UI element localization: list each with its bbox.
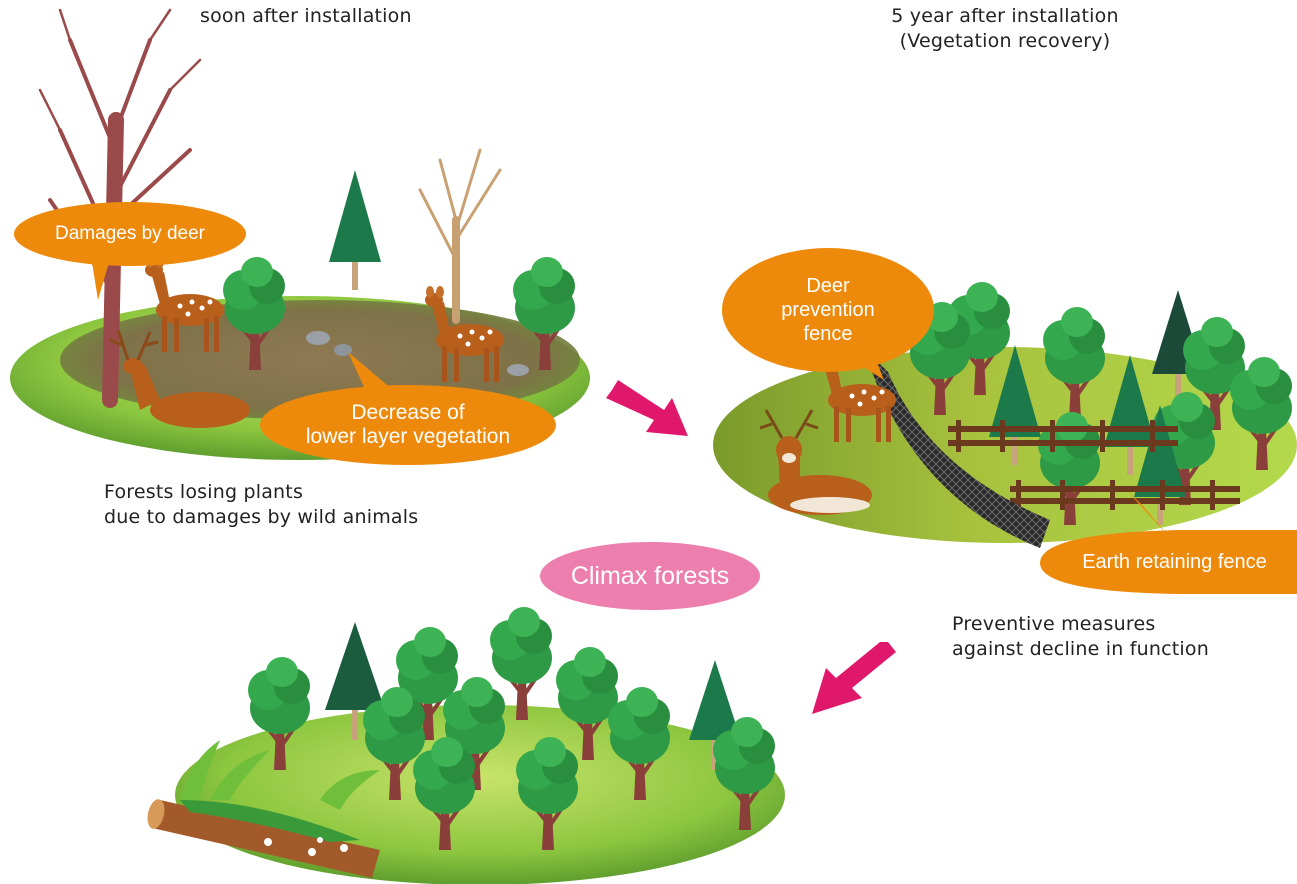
callout-climax-label: Climax forests	[540, 542, 760, 610]
deer-icon	[109, 329, 250, 428]
panel-before-bottom-caption-line2: due to damages by wild animals	[104, 506, 419, 528]
deer-icon	[759, 409, 872, 515]
arrow-icon	[812, 642, 896, 714]
label-fence-line3: fence	[803, 323, 853, 345]
fence-icon	[948, 420, 1178, 452]
label-earth-fence: Earth retaining fence	[1082, 551, 1267, 573]
callout-fence	[722, 248, 934, 380]
rock-icon	[507, 364, 529, 376]
label-fence-line1: Deer	[806, 275, 850, 297]
panel-measures-bottom-caption-line2: against decline in function	[952, 638, 1209, 660]
callout-earth-fence	[1040, 492, 1297, 594]
label-vegetation-line1: Decrease of	[351, 401, 465, 424]
tree-icon	[329, 170, 381, 290]
panel-measures-top-caption: 5 year after installation (Vegetation re…	[840, 4, 1170, 54]
callout-deer-damage	[14, 202, 246, 300]
panel-measures-bottom-caption-line1: Preventive measures	[952, 613, 1156, 635]
arrow-icon	[606, 380, 688, 436]
tree-icon	[325, 622, 385, 740]
label-climax: Climax forests	[570, 562, 730, 590]
label-deer-damage: Damages by deer	[55, 223, 205, 244]
callout-vegetation-label: Decrease of lower layer vegetation	[260, 385, 556, 465]
callout-earth-fence-label: Earth retaining fence	[1052, 530, 1297, 594]
rock-icon	[334, 344, 352, 356]
panel-before-bottom-caption-line1: Forests losing plants	[104, 481, 304, 503]
callout-vegetation	[260, 352, 556, 465]
fern-icon	[180, 740, 380, 810]
log-icon	[147, 799, 380, 878]
callout-deer-damage-label: Damages by deer	[14, 202, 246, 266]
panel-measures-top-caption-line1: 5 year after installation	[891, 5, 1119, 27]
callout-fence-label: Deer prevention fence	[722, 248, 934, 372]
label-vegetation-line2: lower layer vegetation	[305, 425, 511, 448]
panel-climax-illustration	[147, 605, 785, 884]
fence-icon	[1010, 480, 1240, 510]
callout-climax	[540, 542, 760, 610]
panel-measures-illustration	[713, 280, 1297, 548]
dead-tree-icon	[418, 148, 502, 324]
rock-icon	[306, 331, 330, 345]
panel-before-top-caption: soon after installation	[200, 5, 412, 27]
panel-measures-top-caption-line2: (Vegetation recovery)	[899, 30, 1111, 52]
fence-icon	[872, 362, 1050, 548]
panel-measures-bottom-caption: Preventive measures against decline in f…	[952, 612, 1209, 662]
panel-before-bottom-caption: Forests losing plants due to damages by …	[104, 480, 418, 530]
label-fence-line2: prevention	[781, 299, 875, 321]
